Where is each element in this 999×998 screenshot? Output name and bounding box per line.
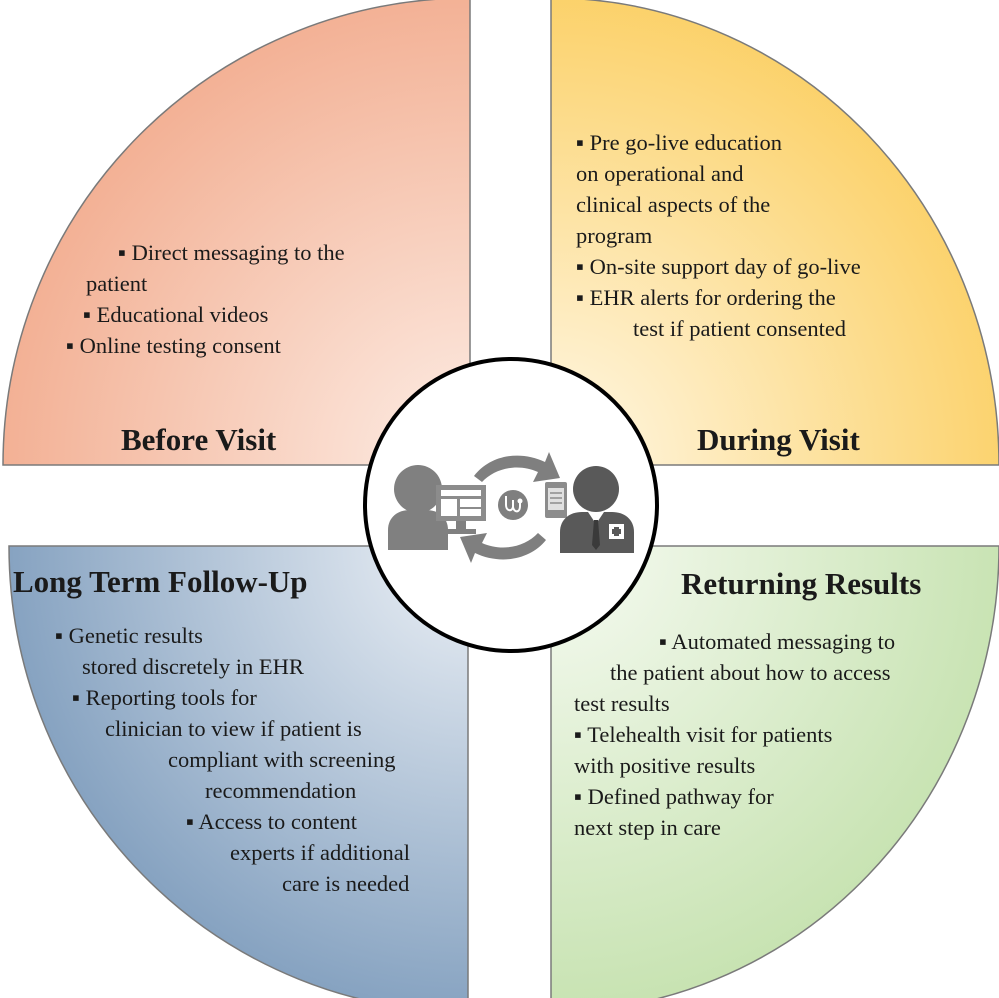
- long-term-item: ▪ Access to content: [186, 809, 358, 834]
- before-visit-item: ▪ Direct messaging to the: [118, 240, 345, 265]
- during-visit-item: clinical aspects of the: [576, 192, 771, 217]
- quadrant-returning-results: [550, 545, 999, 998]
- during-visit-item: program: [576, 223, 653, 248]
- quadrant-long-term-follow-up: [8, 545, 469, 998]
- computer-monitor-icon: [436, 485, 486, 534]
- during-visit-item: ▪ On-site support day of go-live: [576, 254, 861, 279]
- returning-results-item: next step in care: [574, 815, 721, 840]
- long-term-item: stored discretely in EHR: [82, 654, 304, 679]
- before-visit-item: ▪ Online testing consent: [66, 333, 281, 358]
- long-term-item: care is needed: [282, 871, 410, 896]
- during-visit-item: on operational and: [576, 161, 744, 186]
- long-term-item: ▪ Genetic results: [55, 623, 203, 648]
- during-visit-list: ▪ Pre go-live education on operational a…: [576, 127, 861, 344]
- long-term-item: experts if additional: [230, 840, 410, 865]
- returning-results-list: ▪ Automated messaging to the patient abo…: [574, 626, 895, 843]
- returning-results-item: ▪ Telehealth visit for patients: [574, 722, 833, 747]
- quadrant-before-visit: [2, 0, 471, 466]
- returning-results-item: ▪ Automated messaging to: [659, 629, 896, 654]
- returning-results-item: the patient about how to access: [610, 660, 891, 685]
- doctor-person-icon: [560, 466, 634, 553]
- before-visit-item: ▪ Educational videos: [83, 302, 269, 327]
- long-term-item: ▪ Reporting tools for: [72, 685, 257, 710]
- returning-results-item: test results: [574, 691, 670, 716]
- patient-person-icon: [388, 465, 448, 550]
- during-visit-title: During Visit: [697, 422, 860, 457]
- during-visit-item: test if patient consented: [633, 316, 847, 341]
- long-term-item: compliant with screening: [168, 747, 396, 772]
- during-visit-item: ▪ EHR alerts for ordering the: [576, 285, 836, 310]
- returning-results-title: Returning Results: [681, 566, 922, 601]
- stethoscope-icon: [498, 490, 528, 520]
- returning-results-item: with positive results: [574, 753, 756, 778]
- quadrant-during-visit: [550, 0, 999, 466]
- long-term-follow-up-title: Long Term Follow-Up: [13, 564, 308, 599]
- before-visit-title: Before Visit: [121, 422, 277, 457]
- during-visit-item: ▪ Pre go-live education: [576, 130, 783, 155]
- before-visit-list: ▪ Direct messaging to the patient ▪ Educ…: [66, 237, 345, 361]
- exchange-arrows-icon: [460, 452, 560, 563]
- long-term-item: recommendation: [205, 778, 357, 803]
- before-visit-item: patient: [86, 271, 148, 296]
- tablet-icon: [545, 482, 567, 518]
- long-term-follow-up-list: ▪ Genetic results stored discretely in E…: [50, 620, 410, 899]
- returning-results-item: ▪ Defined pathway for: [574, 784, 774, 809]
- long-term-item: clinician to view if patient is: [105, 716, 362, 741]
